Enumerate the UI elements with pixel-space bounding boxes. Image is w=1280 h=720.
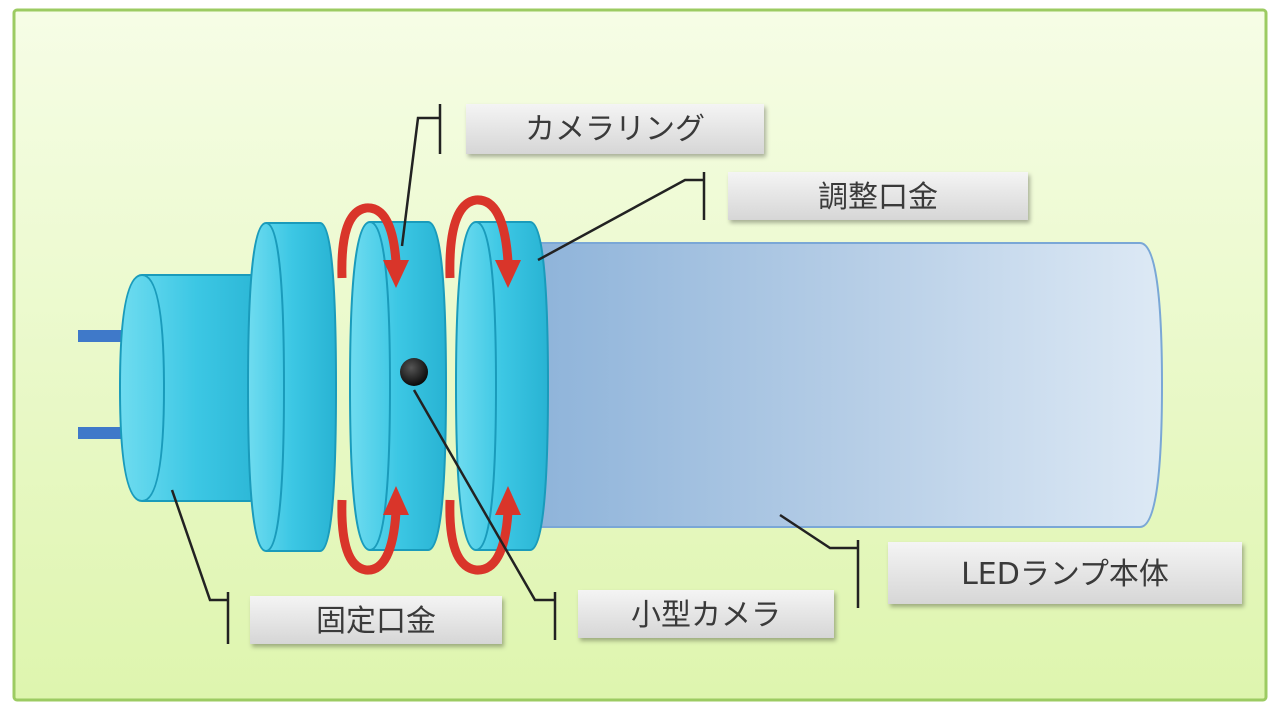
small-camera-lens <box>400 358 428 386</box>
adjust-cap <box>454 221 550 551</box>
rotation-arrow-ring1-top <box>337 203 401 279</box>
led-tube-body <box>539 242 1164 528</box>
leader-small-camera <box>412 389 555 602</box>
cap-collar <box>246 222 338 552</box>
arrowhead-ring2-bottom <box>495 486 521 515</box>
leader-led-body <box>779 513 858 550</box>
camera-ring <box>348 221 448 551</box>
label-fixed-cap: 固定口金 <box>250 596 502 644</box>
label-adjust-cap: 調整口金 <box>728 172 1028 220</box>
leader-lines <box>170 104 860 644</box>
label-fixed-cap-text: 固定口金 <box>316 604 436 639</box>
rotation-arrow-ring1-bottom <box>337 499 401 575</box>
label-small-camera: 小型カメラ <box>578 590 834 638</box>
label-led-body-text: LEDランプ本体 <box>961 557 1169 592</box>
fixed-cap <box>118 274 274 502</box>
arrowhead-ring2-top <box>495 260 521 288</box>
arrowhead-ring1-top <box>383 260 409 288</box>
label-camera-ring: カメラリング <box>466 104 764 154</box>
leader-adjust-cap <box>537 178 704 262</box>
rotation-arrowheads <box>383 260 521 515</box>
label-led-body: LEDランプ本体 <box>888 542 1242 604</box>
leader-fixed-cap <box>170 489 228 602</box>
leader-camera-ring <box>400 116 440 247</box>
label-adjust-cap-text: 調整口金 <box>818 180 938 215</box>
rotation-arrow-ring2-top <box>445 195 513 279</box>
arrowhead-ring1-bottom <box>383 486 409 515</box>
label-camera-ring-text: カメラリング <box>525 112 705 147</box>
label-small-camera-text: 小型カメラ <box>631 598 781 633</box>
